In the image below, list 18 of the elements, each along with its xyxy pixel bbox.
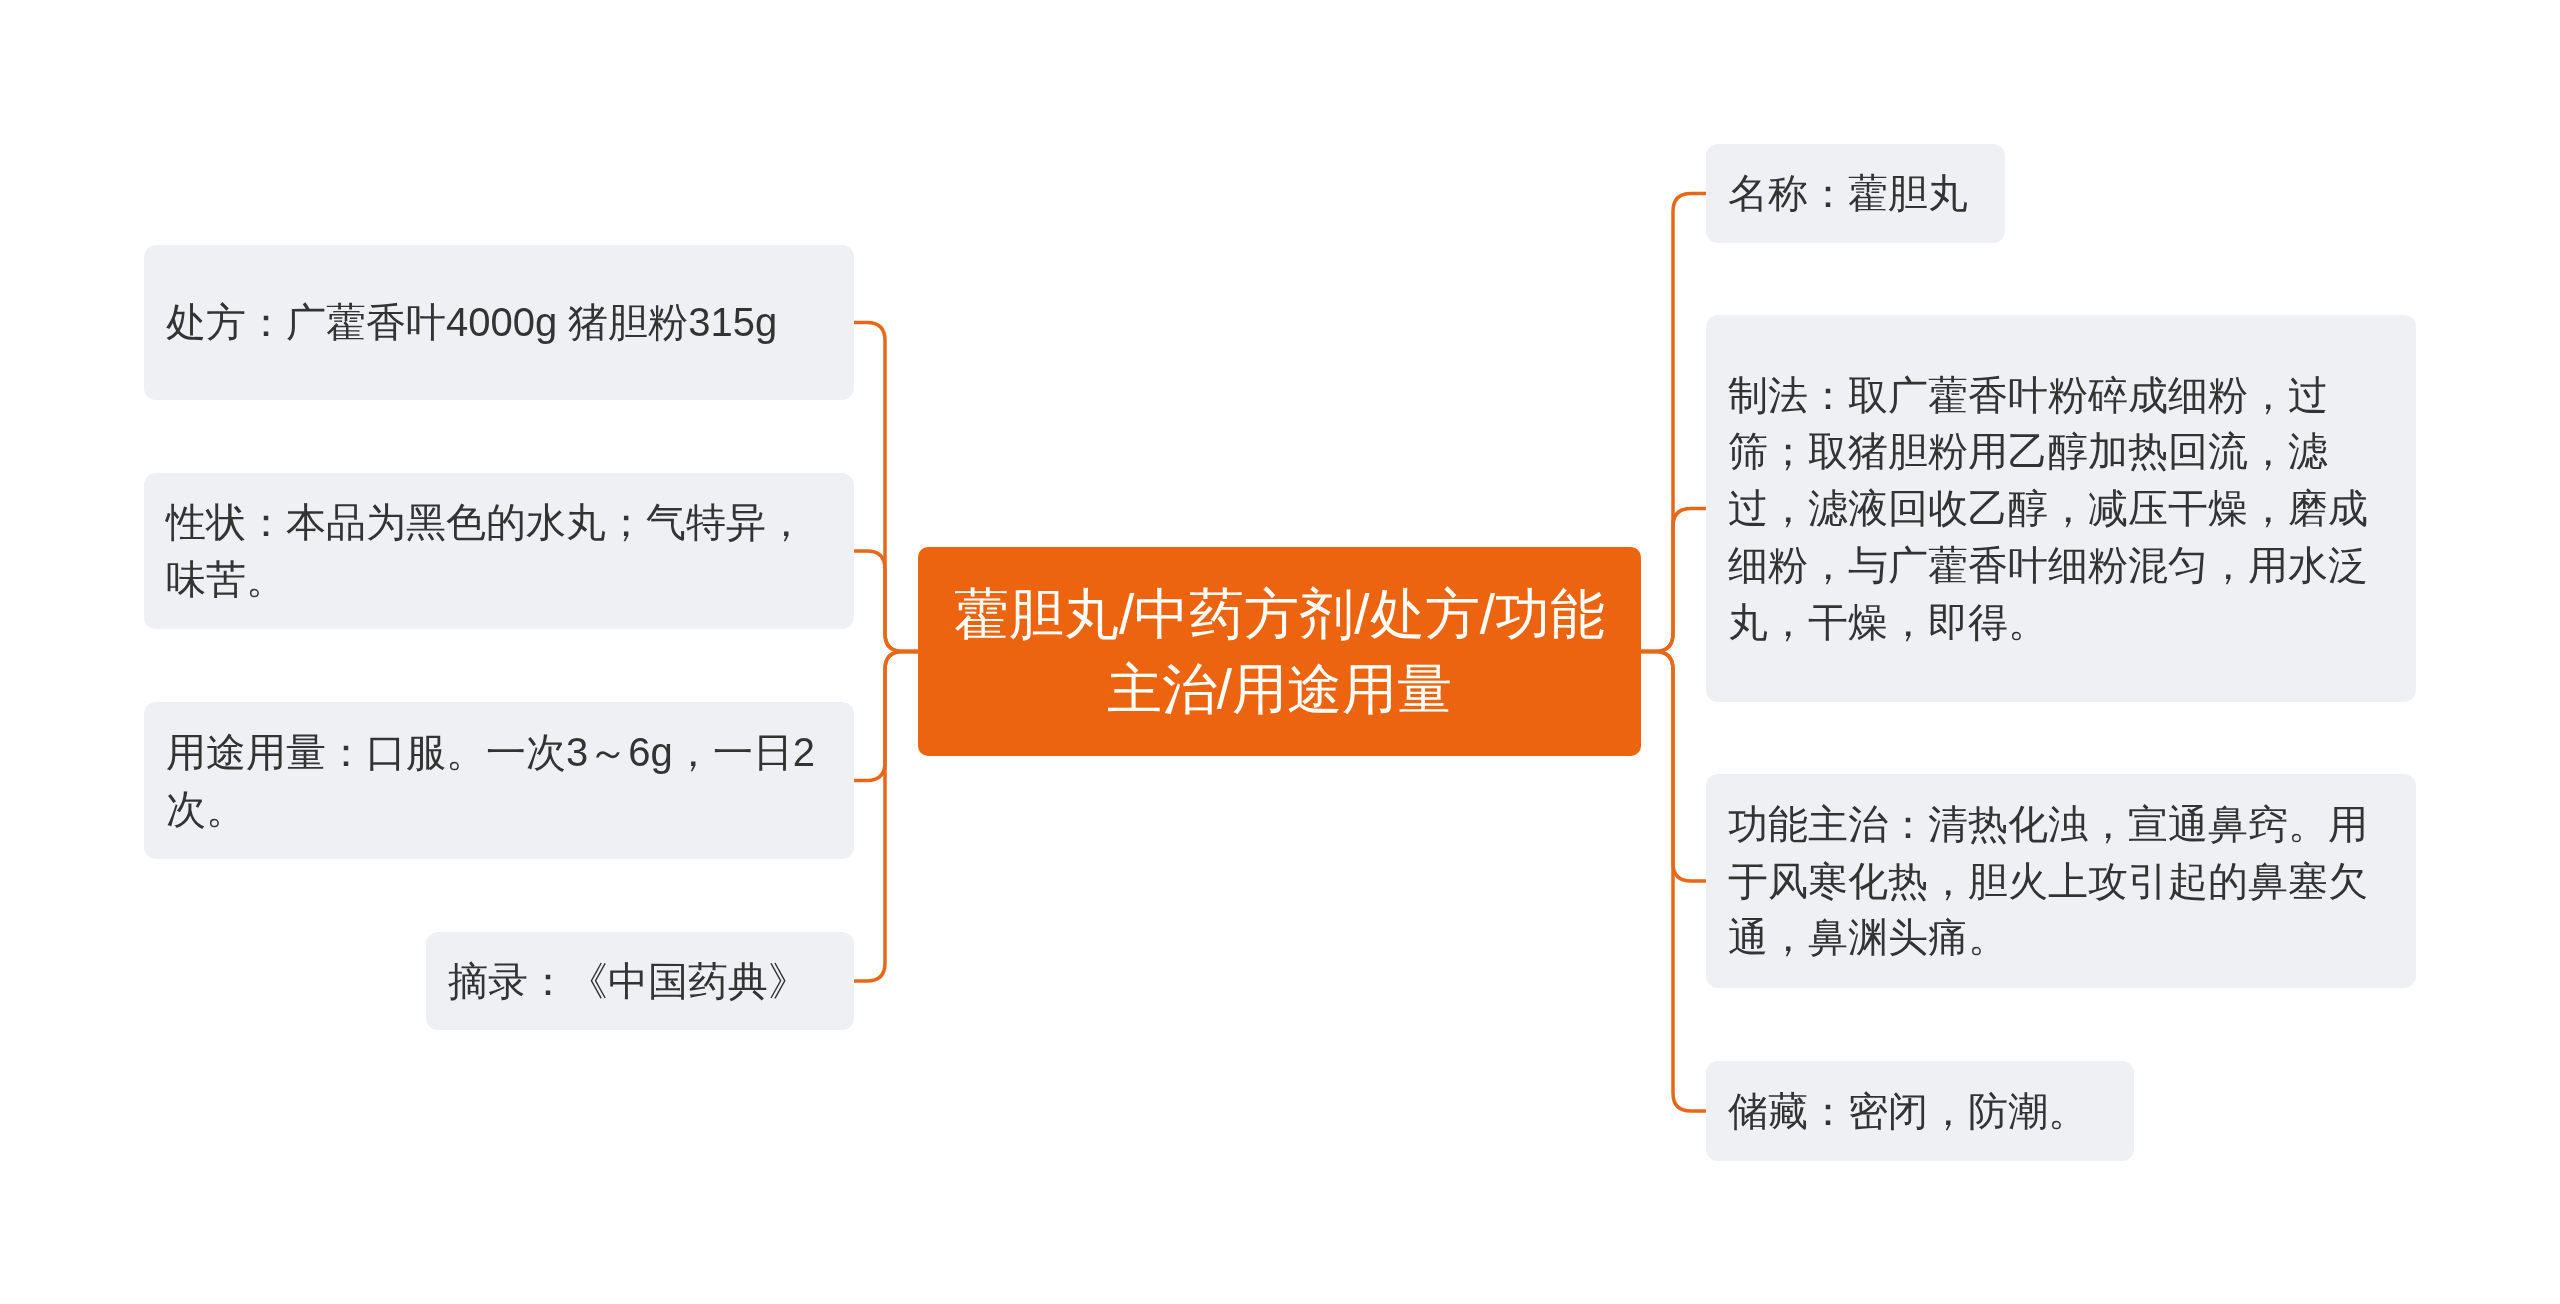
- topic-text: 藿胆丸/中药方剂/处方/功能主治/用途用量: [953, 582, 1606, 722]
- topic-card: [1706, 144, 2005, 243]
- topic-card: [426, 932, 854, 1030]
- topic-text: 储藏：密闭，防潮。: [1728, 1087, 2089, 1135]
- topic-card: [144, 473, 854, 629]
- topic-card: [1706, 315, 2416, 702]
- topic-text: 性状：本品为黑色的水丸；气特异，味苦。: [166, 499, 807, 603]
- topic-text: 功能主治：清热化浊，宣通鼻窍。用于风寒化热，胆火上攻引起的鼻塞欠通，鼻渊头痛。: [1728, 800, 2369, 962]
- topic-card: [1706, 1061, 2134, 1161]
- topic-text: 摘录：《中国药典》: [448, 957, 809, 1005]
- topic-text: 制法：取广藿香叶粉碎成细粉，过筛；取猪胆粉用乙醇加热回流，滤过，滤液回收乙醇，减压干燥，磨成细粉，与广藿香叶细粉混匀，用水泛丸，干燥，即得。: [1728, 371, 2369, 646]
- topic-card: [1706, 774, 2416, 988]
- topic-card: [144, 245, 854, 400]
- topic-text: 用途用量：口服。一次3～6g，一日2次。: [166, 728, 816, 833]
- topic-text: 名称：藿胆丸: [1728, 170, 1969, 218]
- central-topic: [918, 547, 1641, 756]
- topic-card: [144, 702, 854, 859]
- topic-text: 处方：广藿香叶4000g 猪胆粉315g: [166, 299, 779, 347]
